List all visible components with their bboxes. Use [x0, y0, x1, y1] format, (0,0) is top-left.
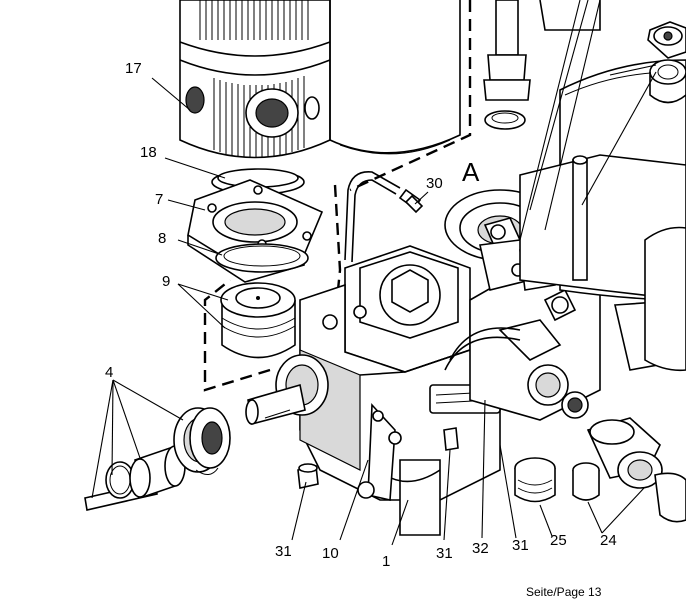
callout-4: 4: [105, 364, 113, 381]
callout-30: 30: [426, 175, 443, 192]
callout-labels: 17 18 7 8 9 4 30 A 31 10 1 31 32 31 25 2…: [105, 60, 617, 570]
callout-9: 9: [162, 273, 170, 290]
callout-10: 10: [322, 545, 339, 562]
callout-1: 1: [382, 553, 390, 570]
part-seal-kit-4: [84, 407, 231, 511]
callout-7: 7: [155, 191, 163, 208]
callout-8: 8: [158, 230, 166, 247]
callout-18: 18: [140, 144, 157, 161]
part-drive-flange: [245, 354, 329, 425]
callout-17: 17: [125, 60, 142, 77]
part-filter-bowl: [329, 0, 461, 155]
part-injector: [483, 0, 531, 130]
callout-31-right: 31: [512, 537, 529, 554]
part-fitting-25: [514, 457, 556, 503]
callout-32: 32: [472, 540, 489, 557]
part-tank: [519, 0, 686, 372]
part-fitting-24: [572, 417, 686, 523]
part-filter-housing: [179, 0, 331, 159]
page-label: Seite/Page 13: [526, 585, 602, 599]
part-valve-block: [444, 259, 601, 421]
part-filter-insert-9: [220, 282, 296, 359]
leader-lines: [91, 0, 657, 546]
part-seal-ring-8: [215, 243, 309, 273]
callout-a: A: [462, 157, 480, 187]
callout-31-center: 31: [436, 545, 453, 562]
callout-31-left: 31: [275, 543, 292, 560]
callout-24: 24: [600, 532, 617, 549]
part-bolt: [647, 21, 686, 104]
part-screw-31: [297, 427, 459, 489]
callout-25: 25: [550, 532, 567, 549]
